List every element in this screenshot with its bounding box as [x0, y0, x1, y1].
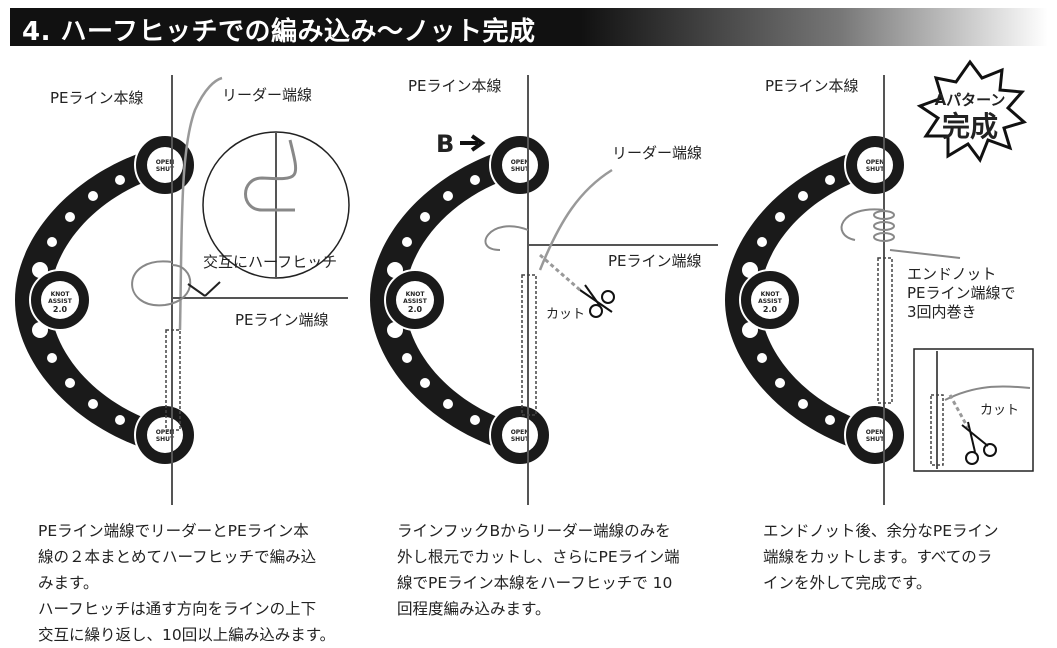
reel-label-shut: SHUT	[156, 436, 175, 443]
badge-pattern-label: Aパターン	[935, 91, 1006, 109]
reel-label-version: 2.0	[408, 305, 423, 314]
reel-label-assist: ASSIST	[403, 298, 428, 305]
reel-label-open: OPEN	[511, 159, 530, 166]
label-end-knot: エンドノット	[907, 265, 996, 283]
zoom-hitch-line	[244, 139, 298, 212]
panel-3: OPEN SHUT KNOT ASSIST 2.0 OPEN SHUT Aパター…	[724, 59, 1034, 505]
label-pe-main: PEライン本線	[408, 77, 502, 95]
label-leader-end: リーダー端線	[612, 144, 702, 162]
badge-complete-label: 完成	[942, 110, 998, 143]
achievement-badge: Aパターン 完成	[916, 59, 1028, 164]
cut-mark	[539, 253, 581, 292]
label-pe-end: PEライン端線	[608, 252, 702, 270]
scissors-icon	[961, 421, 997, 465]
reel-label-open: OPEN	[156, 429, 175, 436]
reel-label-assist: ASSIST	[758, 298, 783, 305]
reel-label-version: 2.0	[53, 305, 68, 314]
reel-label-assist: ASSIST	[48, 298, 73, 305]
label-pe-end: PEライン端線	[235, 311, 329, 329]
end-loop	[840, 208, 885, 241]
step-text-1: PEライン端線でリーダーとPEライン本 線の２本まとめてハーフヒッチで編み込 み…	[38, 522, 336, 644]
label-cut: カット	[980, 403, 1019, 418]
label-pe-main: PEライン本線	[765, 77, 859, 95]
pe-end-line	[889, 249, 961, 259]
reel-label-version: 2.0	[763, 305, 778, 314]
label-hook-b: B	[436, 130, 454, 158]
label-pe-main: PEライン本線	[50, 89, 144, 107]
panel-1: OPEN SHUT KNOT ASSIST 2.0 OPEN SHUT PEライ…	[14, 75, 350, 505]
section-title: 4. ハーフヒッチでの編み込み〜ノット完成	[22, 17, 536, 47]
leader-line	[178, 76, 223, 331]
reel-label-open: OPEN	[866, 429, 885, 436]
reel-label-knot: KNOT	[406, 291, 426, 298]
detail-cut-mark	[948, 394, 970, 429]
reel-label-shut: SHUT	[511, 436, 530, 443]
reel-label-shut: SHUT	[511, 166, 530, 173]
hook-loop	[484, 225, 529, 251]
panel-2: OPEN SHUT KNOT ASSIST 2.0 OPEN SHUT PEライ…	[369, 75, 718, 505]
reel-label-open: OPEN	[866, 159, 885, 166]
braided-knot	[877, 257, 893, 404]
reel-label-knot: KNOT	[761, 291, 781, 298]
reel-label-shut: SHUT	[866, 436, 885, 443]
label-alternate-hitch: 交互にハーフヒッチ	[203, 253, 337, 271]
reel-label-open: OPEN	[156, 159, 175, 166]
knot-tool-1	[14, 134, 196, 466]
label-end-knot-method: PEライン端線で	[907, 284, 1016, 302]
half-hitch-loop	[131, 260, 192, 307]
arrow-right-icon	[460, 134, 486, 152]
section-header: 4. ハーフヒッチでの編み込み〜ノット完成	[10, 8, 1048, 47]
step-text-2: ラインフックBからリーダー端線のみを 外し根元でカットし、さらにPEライン端 線…	[397, 522, 680, 618]
cut-detail-box	[913, 348, 1034, 472]
leader-line	[538, 168, 613, 271]
braided-knot	[521, 274, 537, 416]
end-knot-coils	[873, 210, 895, 242]
double-arrow-icon	[187, 281, 221, 297]
scissors-icon	[579, 284, 615, 318]
detail-end-line	[944, 385, 1031, 401]
braided-knot	[165, 329, 181, 431]
reel-label-open: OPEN	[511, 429, 530, 436]
label-end-knot-turns: 3回内巻き	[907, 303, 977, 321]
reel-label-knot: KNOT	[51, 291, 71, 298]
label-cut: カット	[546, 307, 585, 322]
step-text-3: エンドノット後、余分なPEライン 端線をカットします。すべてのラ インを外して完…	[763, 522, 999, 592]
detail-knot	[930, 394, 944, 466]
reel-label-shut: SHUT	[866, 166, 885, 173]
reel-label-shut: SHUT	[156, 166, 175, 173]
label-leader-end: リーダー端線	[222, 86, 312, 104]
